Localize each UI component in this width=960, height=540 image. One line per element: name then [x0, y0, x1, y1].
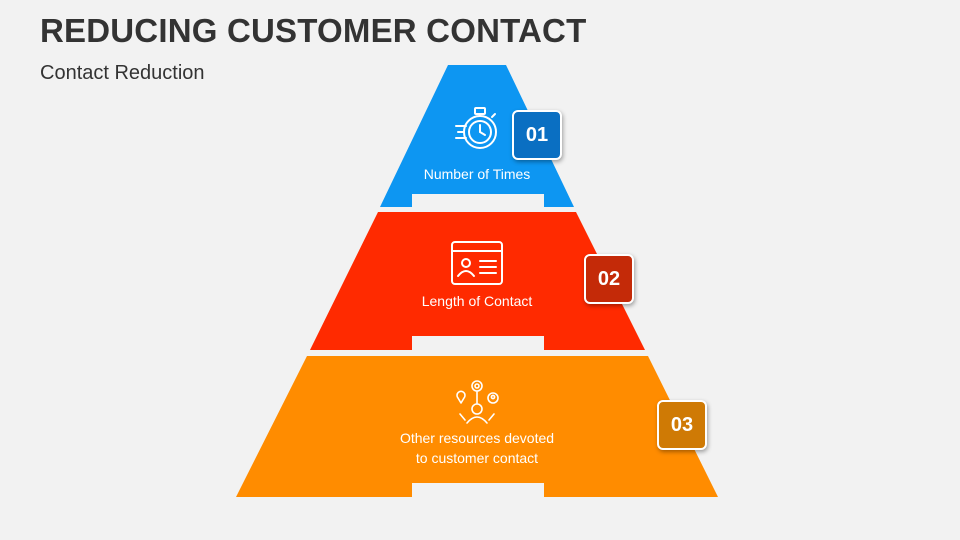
tier-1-number-badge: 01	[512, 110, 562, 160]
stopwatch-icon	[455, 107, 497, 149]
pyramid-tier-1	[380, 65, 574, 207]
id-card-icon	[451, 241, 503, 285]
resources-people-icon	[456, 380, 499, 424]
page-title: REDUCING CUSTOMER CONTACT	[40, 12, 587, 49]
tier-2-number-badge: 02	[584, 254, 634, 304]
tier-2-label: Length of Contact	[421, 293, 533, 309]
page-subtitle: Contact Reduction	[40, 62, 205, 84]
tier-3-label-line1: Other resources devoted	[399, 430, 555, 446]
tier-3-label-line2: to customer contact	[415, 450, 539, 466]
pyramid-tier-3	[236, 356, 718, 497]
tier-3-number-badge: 03	[657, 400, 707, 450]
pyramid-tier-2	[310, 212, 645, 350]
tier-1-label: Number of Times	[423, 166, 531, 182]
